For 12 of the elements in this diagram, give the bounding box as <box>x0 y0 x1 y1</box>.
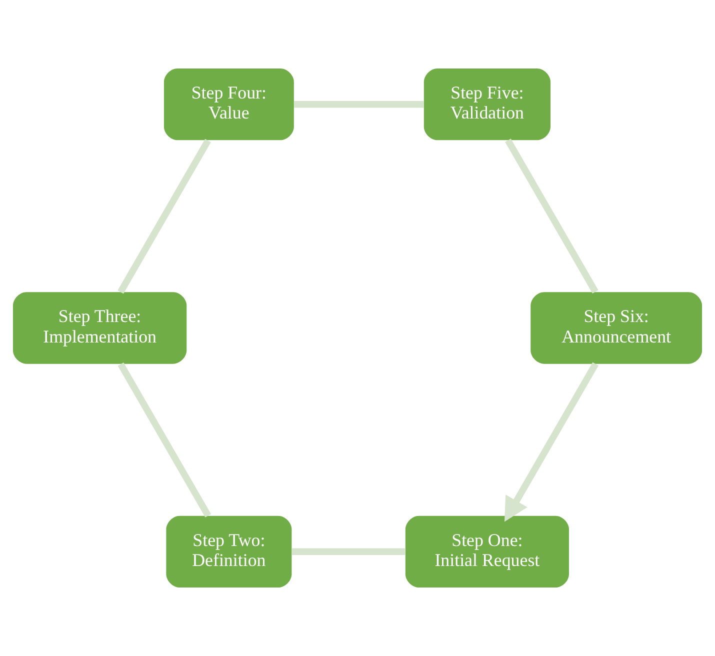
node-box: Step Five: Validation <box>424 68 550 140</box>
node-box: Step Four: Value <box>164 68 294 140</box>
connector <box>118 362 212 518</box>
arrow <box>504 362 598 522</box>
node-box: Step Two: Definition <box>166 516 292 588</box>
node-box: Step One: Initial Request <box>405 516 569 588</box>
connector <box>294 100 424 108</box>
node-box: Step Six: Announcement <box>530 292 702 364</box>
node-box: Step Three: Implementation <box>12 292 187 364</box>
connector <box>292 548 406 556</box>
connector <box>118 138 211 294</box>
connector <box>505 138 598 294</box>
